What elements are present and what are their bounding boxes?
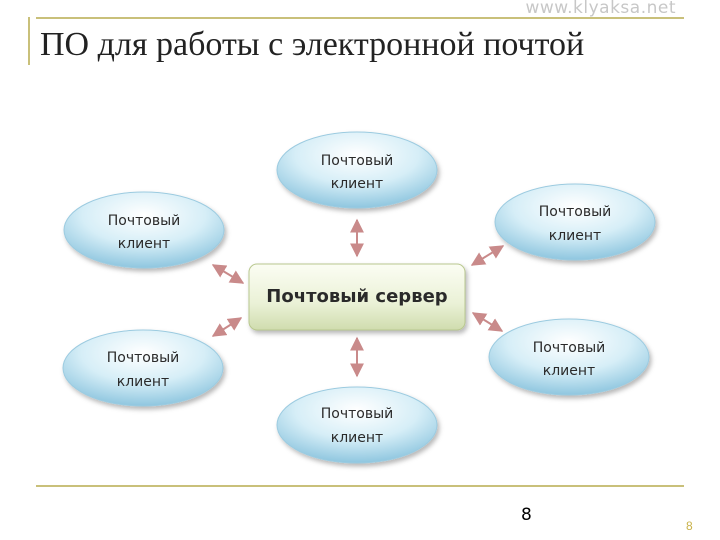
top-rule — [36, 17, 684, 19]
mail-client-label-line2: клиент — [331, 430, 383, 446]
arrow-upper-right — [470, 245, 505, 266]
mail-client-label-line2: клиент — [118, 236, 170, 252]
mail-client-label-line2: клиент — [331, 176, 383, 192]
mail-client-node-upper-left: Почтовый клиент — [63, 191, 225, 269]
mail-client-node-lower-right: Почтовый клиент — [488, 318, 650, 396]
mail-client-label-line1: Почтовый — [539, 204, 612, 220]
slide-title: ПО для работы с электронной почтой — [40, 26, 585, 63]
mail-client-node-bottom: Почтовый клиент — [276, 386, 438, 464]
bottom-rule — [36, 485, 684, 487]
arrow-lower-left — [211, 317, 243, 337]
page-number-right: 8 — [686, 519, 693, 533]
mail-client-node-top: Почтовый клиент — [276, 131, 438, 209]
mail-server-label: Почтовый сервер — [266, 286, 447, 307]
mail-client-node-upper-right: Почтовый клиент — [494, 183, 656, 261]
arrow-upper-left — [211, 264, 245, 284]
mail-client-label-line2: клиент — [549, 228, 601, 244]
left-accent-bar — [28, 17, 30, 65]
arrow-lower-right — [471, 312, 504, 332]
mail-server-node: Почтовый сервер — [248, 263, 466, 331]
mail-client-label-line1: Почтовый — [107, 350, 180, 366]
mail-client-label-line1: Почтовый — [533, 340, 606, 356]
mail-client-label-line2: клиент — [543, 363, 595, 379]
mail-client-label-line1: Почтовый — [321, 153, 394, 169]
watermark: www.klyaksa.net — [525, 0, 676, 18]
mail-client-label-line1: Почтовый — [321, 406, 394, 422]
mail-client-label-line2: клиент — [117, 374, 169, 390]
page-number-center: 8 — [521, 505, 532, 525]
mail-client-label-line1: Почтовый — [108, 213, 181, 229]
mail-client-node-lower-left: Почтовый клиент — [62, 329, 224, 407]
